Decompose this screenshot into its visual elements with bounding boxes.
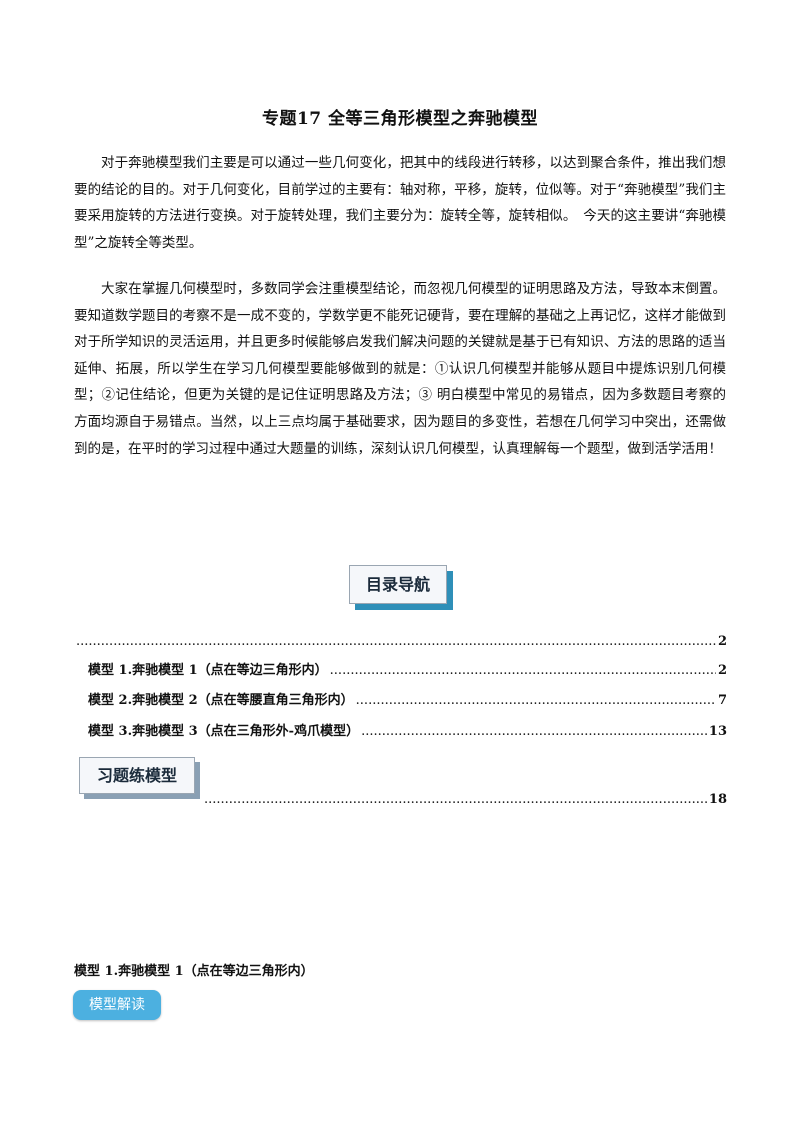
toc-entry-page: 2 [717, 663, 727, 678]
toc-entry-page: 18 [708, 792, 727, 807]
toc-entry[interactable]: 模型 3.奔驰模型 3（点在三角形外-鸡爪模型） 13 [88, 720, 727, 740]
toc-leader-dots [330, 663, 716, 678]
toc-heading-box: 目录导航 [349, 565, 447, 604]
toc-leader-dots [204, 792, 707, 807]
toc-leader-dots [76, 634, 716, 649]
toc-entry-page: 7 [717, 693, 727, 708]
toc-leader-dots [356, 693, 716, 708]
section-heading: 模型 1.奔驰模型 1（点在等边三角形内） [74, 964, 314, 979]
toc-entry[interactable]: 18 [202, 792, 727, 812]
model-interpretation-label: 模型解读 [89, 997, 145, 1013]
toc-leader-dots [361, 724, 707, 739]
practice-heading-box: 习题练模型 [79, 757, 195, 794]
toc-entry[interactable]: 模型 1.奔驰模型 1（点在等边三角形内） 2 [88, 659, 727, 679]
toc-entry-label: 模型 2.奔驰模型 2（点在等腰直角三角形内） [88, 693, 354, 708]
model-interpretation-badge: 模型解读 [73, 990, 161, 1020]
toc-entry-page: 2 [717, 634, 727, 649]
toc-entry-label: 模型 3.奔驰模型 3（点在三角形外-鸡爪模型） [88, 724, 360, 739]
toc-entry[interactable]: 2 [74, 634, 727, 654]
document-title: 专题17 全等三角形模型之奔驰模型 [261, 109, 539, 129]
toc-heading: 目录导航 [365, 575, 430, 594]
toc-entry-label: 模型 1.奔驰模型 1（点在等边三角形内） [88, 663, 328, 678]
toc-entry[interactable]: 模型 2.奔驰模型 2（点在等腰直角三角形内） 7 [88, 689, 727, 709]
practice-heading: 习题练模型 [96, 766, 177, 785]
intro-paragraph-2: 大家在掌握几何模型时，多数同学会注重模型结论，而忽视几何模型的证明思路及方法，导… [74, 281, 726, 457]
toc-entry-page: 13 [708, 724, 727, 739]
intro-paragraph-1: 对于奔驰模型我们主要是可以通过一些几何变化，把其中的线段进行转移，以达到聚合条件… [74, 155, 726, 251]
